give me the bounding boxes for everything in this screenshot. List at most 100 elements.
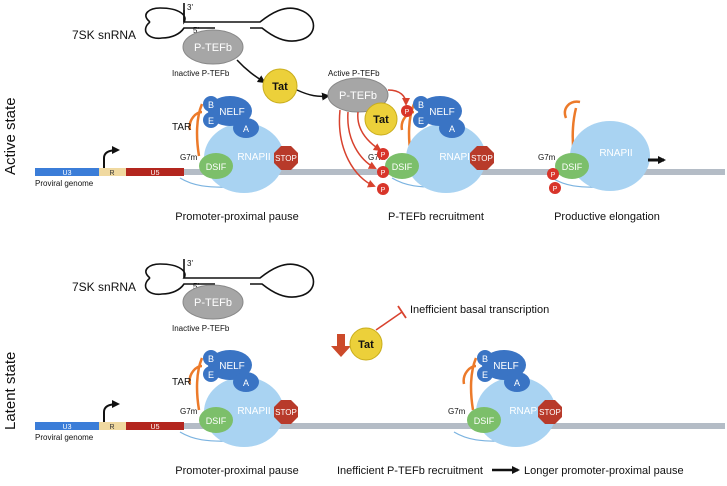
latent-longer-e [477,366,493,382]
phospho-4-text: P [381,187,386,194]
active-recruitment-complex: Active P-TEFb RNAPII DSIF G7m NELF B E A… [327,69,494,195]
active-state-panel: Active state 7SK snRNA 3' 5' P-TEFb Inac… [2,3,725,223]
active-state-label: Active state [2,97,19,175]
latent-pause-complex: TAR RNAPII DSIF G7m NELF B E A STOP [172,350,298,447]
active-recruit-b-text: B [418,100,424,110]
latent-longer-pause-complex: RNAPII DSIF G7m NELF B E A STOP [448,350,562,447]
latent-pause-nelf [208,350,252,380]
latent-longer-stop [538,400,562,424]
active-pause-dsif-text: DSIF [206,162,227,172]
latent-dna-line [35,423,725,429]
active-recruit-e-text: E [418,116,424,126]
ptefb-to-tat-arrow [236,59,266,84]
active-pause-stop-text: STOP [275,154,297,163]
latent-r-text: R [109,424,114,431]
tat-to-ptefb-arrow [296,89,330,101]
active-elong-g7m: G7m [538,153,556,162]
active-ptefb-text: P-TEFb [194,42,232,54]
active-7sk-label: 7SK snRNA [72,28,136,42]
active-pause-nelf-text: NELF [219,107,245,118]
active-recruit-nelf-text: NELF [429,107,455,118]
latent-5prime: 5' [193,282,199,291]
active-pause-dsif [199,153,233,179]
active-u3 [35,168,99,176]
latent-longer-nelf-text: NELF [493,361,519,372]
active-pause-e [203,112,219,128]
active-pause-a-text: A [243,124,249,134]
latent-pause-dsif [199,407,233,433]
latent-longer-rnapii-text: RNAPII [509,406,542,417]
phospho-5 [547,168,559,180]
active-r [99,168,126,176]
latent-ptefb-text: P-TEFb [194,297,232,309]
latent-longer-stop-text: STOP [539,408,561,417]
active-recruit-tat [364,102,398,136]
active-elong-dsif [555,153,589,179]
latent-longer-b-text: B [482,354,488,364]
active-recruit-b [413,96,429,112]
active-tat-text: Tat [272,81,288,93]
caption-inefficient-basal: Inefficient basal transcription [410,304,549,316]
latent-longer-b [477,350,493,366]
active-recruit-rnapii-text: RNAPII [439,152,472,163]
caption-inefficient-recruitment: Inefficient P-TEFb recruitment [337,465,483,477]
latent-7sk-label: 7SK snRNA [72,280,136,294]
latent-pause-g7m: G7m [180,407,198,416]
active-u5-text: U5 [151,170,160,177]
latent-longer-dsif-text: DSIF [474,416,495,426]
active-pause-g7m: G7m [180,153,198,162]
active-pause-a [233,118,259,138]
latent-longer-a [504,372,530,392]
active-recruit-a [439,118,465,138]
latent-pause-a-text: A [243,378,249,388]
phospho-2 [377,148,389,160]
latent-tar-label: TAR [172,377,191,388]
active-pause-stop [274,146,298,170]
latent-pause-dsif-text: DSIF [206,416,227,426]
latent-pause-stop-text: STOP [275,408,297,417]
active-pause-complex: TAR RNAPII DSIF G7m NELF B E A STOP [172,96,298,193]
caption-promoter-pause: Promoter-proximal pause [175,211,299,223]
active-recruit-rnapii [406,123,486,193]
latent-longer-dsif [467,407,501,433]
latent-state-panel: Latent state 7SK snRNA 3' 5' P-TEFb Inac… [2,259,725,477]
latent-u3 [35,422,99,430]
latent-pause-e-text: E [208,370,214,380]
active-inactive-ptefb-label: Inactive P-TEFb [172,69,230,78]
active-recruit-tat-text: Tat [373,114,389,126]
phospho-1-text: P [405,109,410,116]
latent-inactive-ptefb [182,284,244,320]
caption-recruitment: P-TEFb recruitment [388,211,484,223]
caption-elongation: Productive elongation [554,211,660,223]
active-r-text: R [109,170,114,177]
latent-u5 [126,422,184,430]
active-pause-b [203,96,219,112]
phospho-3-text: P [381,170,386,177]
active-recruit-g7m: G7m [368,153,386,162]
active-elong-rnapii-text: RNAPII [599,148,632,159]
active-recruit-e [413,112,429,128]
active-pause-b-text: B [208,100,214,110]
active-recruit-dsif [385,153,419,179]
active-5prime: 5' [193,26,199,35]
active-pause-nelf [208,96,252,126]
active-7sk-complex: 7SK snRNA 3' 5' P-TEFb Inactive P-TEFb [72,3,315,78]
latent-pause-a [233,372,259,392]
active-3prime: 3' [187,3,193,12]
latent-pause-nelf-text: NELF [219,361,245,372]
latent-longer-e-text: E [482,370,488,380]
phospho-3 [377,166,389,178]
inhibition-line [375,311,403,331]
active-recruit-ptefb-text: P-TEFb [339,90,377,102]
caption-longer-pause: Longer promoter-proximal pause [524,465,684,477]
latent-3prime: 3' [187,259,193,268]
phospho-6 [549,182,561,194]
latent-tss-arrow [103,400,120,422]
latent-longer-g7m: G7m [448,407,466,416]
latent-7sk-complex: 7SK snRNA 3' 5' P-TEFb Inactive P-TEFb [72,259,315,333]
active-elongation-complex: RNAPII DSIF G7m P P [538,100,666,194]
active-recruit-stop [470,146,494,170]
latent-tat-text: Tat [358,339,374,351]
